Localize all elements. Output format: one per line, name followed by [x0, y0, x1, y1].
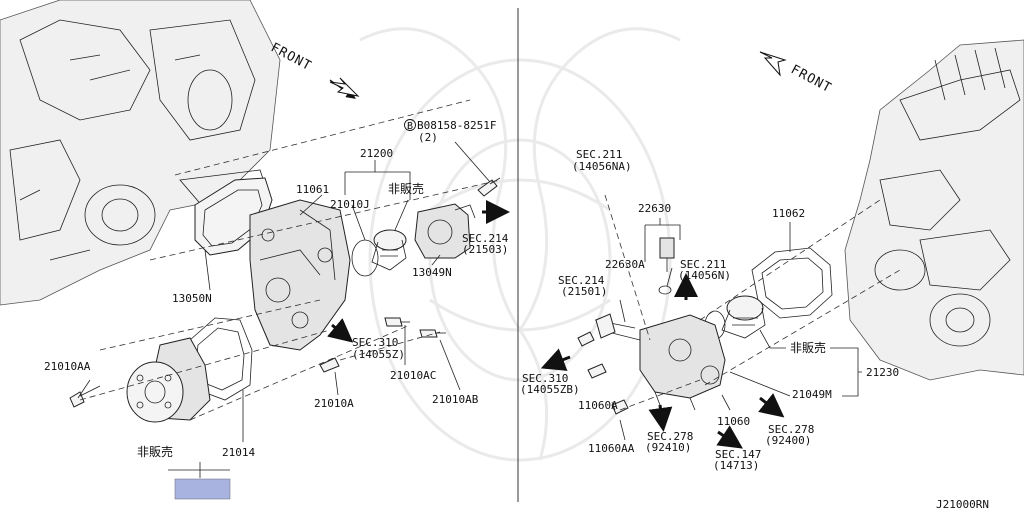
assembly-lines-left [79, 99, 501, 421]
callout-13049N: 13049N [412, 266, 452, 279]
callout-sec211-top-b: (14056NA) [572, 160, 632, 173]
callout-sec147-b: (14713) [713, 459, 759, 472]
bolts-left [69, 317, 446, 408]
callout-11060AA: 11060AA [588, 442, 635, 455]
callout-sec310-b-right: (14055ZB) [520, 383, 580, 396]
water-outlet-13049N [414, 203, 476, 259]
gasket-11062 [751, 247, 833, 319]
front-arrow-left-icon [329, 77, 360, 97]
callout-sec278-l-a: SEC.278 [647, 430, 693, 443]
leaders-right [611, 218, 862, 441]
bolt-08158 [477, 179, 498, 197]
callout-sec278-r-a: SEC.278 [768, 423, 814, 436]
callout-sec211-mid-a: SEC.211 [680, 258, 726, 271]
callout-13050N: 13050N [172, 292, 212, 305]
callout-sec278-l-b: (92410) [645, 441, 691, 454]
callout-21010AB: 21010AB [432, 393, 479, 406]
arrow-sec310-left [327, 318, 354, 343]
callout-sec310-b: (14055Z) [352, 348, 405, 361]
water-outlet-11060 [594, 313, 726, 411]
callouts-left: B B08158-8251F (2) 21200 11061 21010J 非販… [44, 119, 509, 459]
leaders-left [77, 141, 491, 478]
thermostat-left [371, 229, 407, 271]
housing-11061 [249, 199, 351, 351]
callout-22630A: 22630A [605, 258, 645, 271]
callout-sec211-top-a: SEC.211 [576, 148, 622, 161]
callout-sec278-r-b: (92400) [765, 434, 811, 447]
callout-21010AA: 21010AA [44, 360, 91, 373]
callout-21049M: 21049M [792, 388, 832, 401]
callout-22630: 22630 [638, 202, 671, 215]
callout-sec310-a: SEC.310 [352, 336, 398, 349]
callout-sec214-a: SEC.214 [462, 232, 509, 245]
callout-not-sold-right: 非販売 [790, 340, 826, 355]
front-direction-left: FRONT [268, 40, 360, 99]
callout-21200: 21200 [360, 147, 393, 160]
front-arrow-right-icon [759, 51, 787, 77]
front-label-right: FRONT [788, 62, 834, 96]
callout-21014: 21014 [222, 446, 255, 459]
callout-21010A: 21010A [314, 397, 354, 410]
o-ring-21010J [351, 239, 379, 277]
water-pump [126, 337, 211, 423]
callout-sec214-a-right: SEC.214 [558, 274, 605, 287]
callout-11060A: 11060A [578, 399, 618, 412]
callout-21010AC: 21010AC [390, 369, 436, 382]
svg-text:B: B [407, 121, 413, 132]
diagram-id: J21000RN [936, 498, 989, 510]
assembly-lines-right [604, 194, 901, 411]
left-engine-block [0, 0, 281, 306]
callout-11061: 11061 [296, 183, 329, 196]
callout-11060: 11060 [717, 415, 750, 428]
callout-sec147-a: SEC.147 [715, 448, 761, 461]
callout-sec214-b-right: (21501) [561, 285, 607, 298]
callout-sec211-mid-b: (14056N) [678, 269, 731, 282]
callout-11062: 11062 [772, 207, 805, 220]
sensor-22630 [658, 237, 675, 295]
highlight-box [174, 478, 231, 500]
callouts-right: SEC.211 (14056NA) 22630 11062 22630A SEC… [520, 148, 899, 472]
bolts-right [577, 331, 629, 415]
callout-21010J: 21010J [330, 198, 370, 211]
callout-bolt-ref: B08158-8251F [417, 119, 496, 132]
callout-not-sold-1: 非販売 [388, 181, 424, 196]
callout-sec310-a-right: SEC.310 [522, 372, 568, 385]
right-engine-block [844, 39, 1024, 381]
callout-sec214-b: (21503) [462, 243, 508, 256]
callout-bolt-qty: (2) [418, 131, 438, 144]
watermark-emblem [359, 27, 681, 462]
front-direction-right: FRONT [759, 51, 834, 96]
callout-not-sold-2: 非販売 [137, 444, 173, 459]
callout-21230: 21230 [866, 366, 899, 379]
arrows-right [540, 273, 785, 449]
thermostat-right [721, 295, 766, 339]
